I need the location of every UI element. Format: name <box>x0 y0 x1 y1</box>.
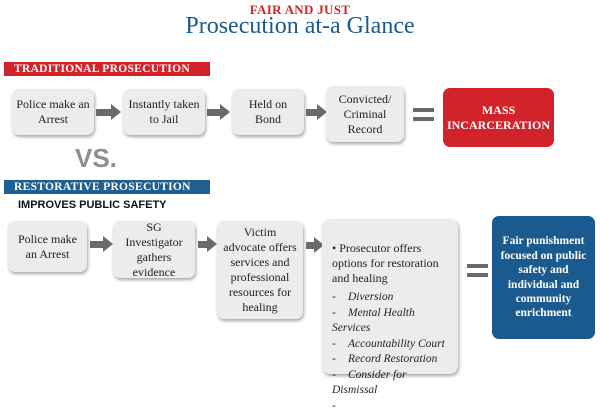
list-item: -Consider for Dismissal <box>332 368 450 399</box>
traditional-step-1: Police make an Arrest <box>12 89 94 135</box>
restorative-step-1: Police make an Arrest <box>8 221 87 272</box>
prosecutor-options-box: • Prosecutor offers options for restorat… <box>322 219 458 374</box>
prosecutor-intro: • Prosecutor offers options for restorat… <box>332 241 450 286</box>
equals-icon-top <box>413 108 434 112</box>
arrow-head-icon <box>220 104 230 120</box>
arrow-head-icon <box>103 236 113 252</box>
bullet-icon: • <box>332 241 336 255</box>
list-item: -Accountability Court <box>332 337 450 353</box>
equals-icon-top <box>467 264 488 268</box>
restorative-label-bar: RESTORATIVE PROSECUTION <box>4 180 210 194</box>
arrow-head-icon <box>111 104 121 120</box>
arrow-right-icon <box>96 109 112 116</box>
list-item: -Diversion <box>332 290 450 306</box>
arrow-right-icon <box>207 109 221 116</box>
page-title: Prosecution at-a Glance <box>0 13 600 40</box>
restorative-subheading: IMPROVES PUBLIC SAFETY <box>18 199 167 211</box>
equals-icon-bottom <box>413 117 434 121</box>
equals-icon-bottom <box>467 273 488 277</box>
list-item: -Mental Health Services <box>332 306 450 337</box>
traditional-step-3: Held on Bond <box>232 89 304 135</box>
fair-punishment-result: Fair punishment focused on public safety… <box>492 216 595 339</box>
restorative-step-3: Victim advocate offers services and prof… <box>217 221 303 319</box>
prosecutor-intro-text: Prosecutor offers options for restoratio… <box>332 241 439 285</box>
prosecutor-options-list: -Diversion -Mental Health Services -Acco… <box>332 290 450 414</box>
traditional-step-4: Convicted/ Criminal Record <box>326 86 404 142</box>
arrow-right-icon <box>90 241 104 248</box>
versus-label: VS. <box>75 143 117 174</box>
restorative-step-2: SG Investigator gathers evidence <box>113 221 195 278</box>
traditional-label-bar: TRADITIONAL PROSECUTION <box>4 62 210 76</box>
arrow-head-icon <box>207 236 217 252</box>
mass-incarceration-result: MASS INCARCERATION <box>443 88 554 147</box>
traditional-step-2: Instantly taken to Jail <box>123 89 205 135</box>
list-item: -Record Restoration <box>332 352 450 368</box>
